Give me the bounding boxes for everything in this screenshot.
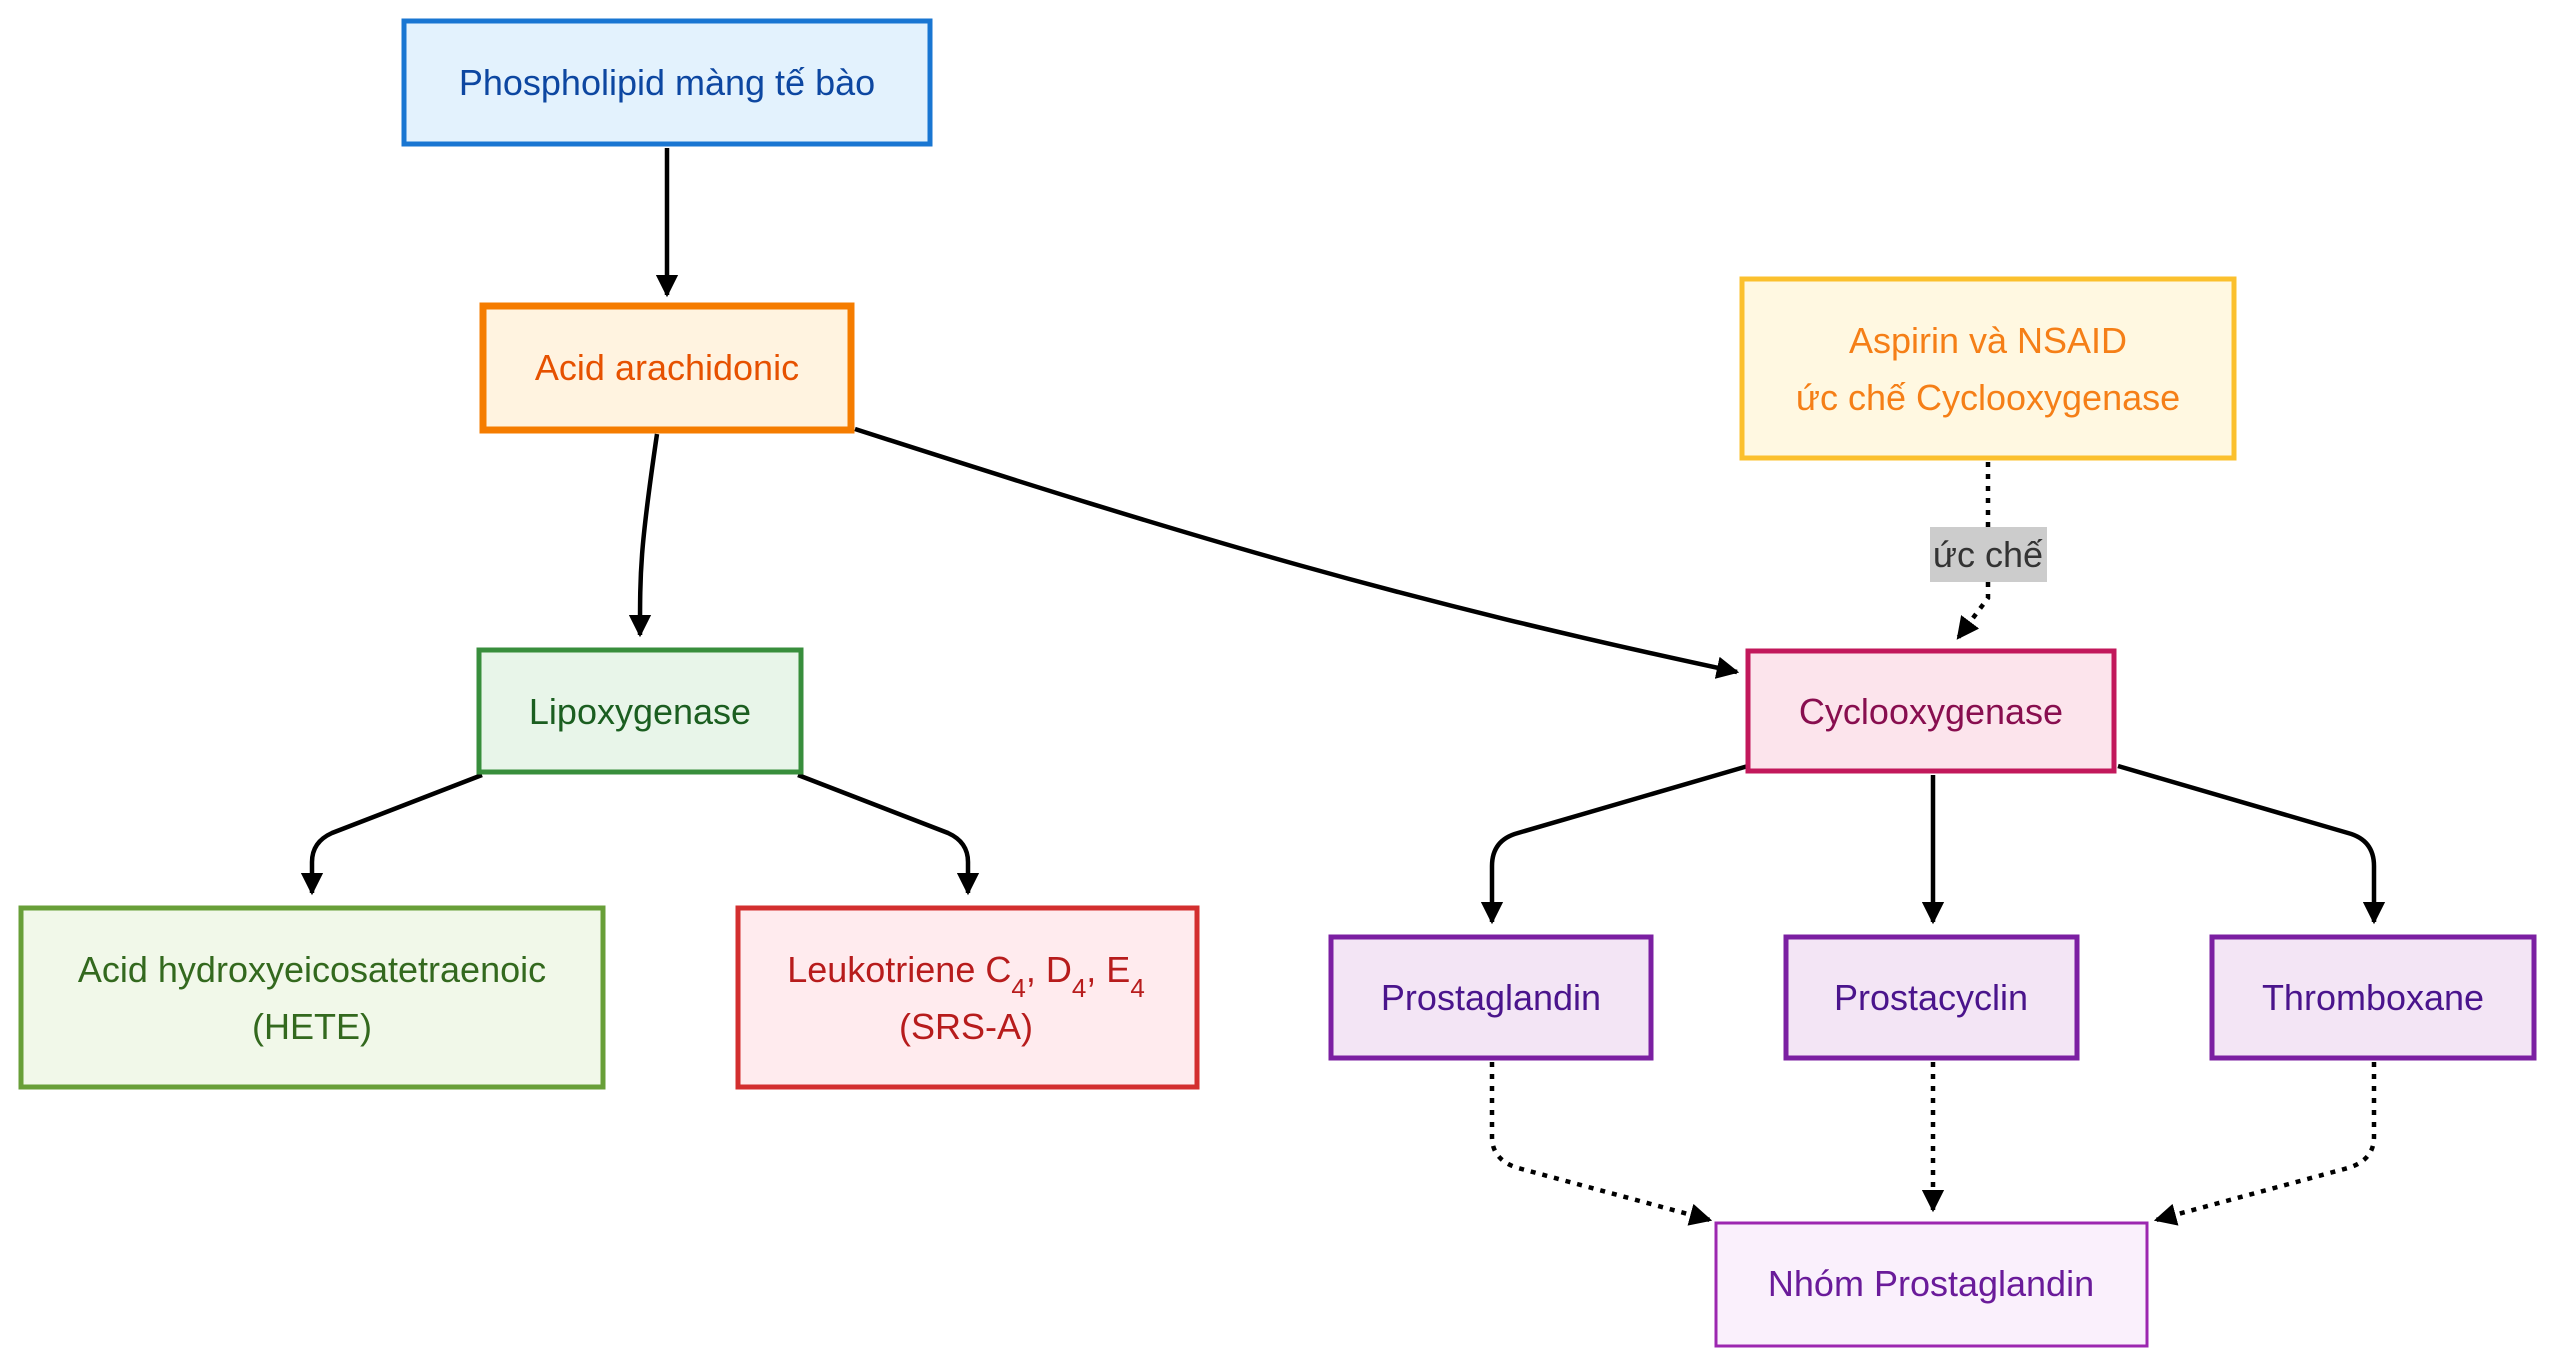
node-lipoxygenase-label: Lipoxygenase bbox=[529, 691, 751, 732]
node-aspirin-box bbox=[1739, 276, 2237, 461]
node-cyclooxygenase[interactable]: Cyclooxygenase bbox=[1745, 648, 2117, 774]
leukotriene-sub-c: 4 bbox=[1011, 973, 1025, 1003]
leukotriene-prefix: Leukotriene C bbox=[787, 949, 1011, 990]
node-prostaglandin[interactable]: Prostaglandin bbox=[1328, 934, 1654, 1061]
node-aspirin-label-line1: Aspirin và NSAID bbox=[1849, 320, 2127, 361]
node-cyclooxygenase-box bbox=[1745, 648, 2117, 774]
node-phospholipid[interactable]: Phospholipid màng tế bào bbox=[401, 18, 933, 147]
node-leukotriene[interactable]: Leukotriene C4, D4, E4 (SRS-A) bbox=[735, 905, 1200, 1090]
node-arachidonic[interactable]: Acid arachidonic bbox=[479, 302, 855, 434]
node-leukotriene-label-line2: (SRS-A) bbox=[899, 1006, 1033, 1047]
node-group-label: Nhóm Prostaglandin bbox=[1768, 1263, 2094, 1304]
node-prostaglandin-box bbox=[1328, 934, 1654, 1061]
node-hete-box bbox=[18, 905, 606, 1090]
node-prostaglandin-group[interactable]: Nhóm Prostaglandin bbox=[1714, 1221, 2149, 1348]
leukotriene-sep1: , D bbox=[1026, 949, 1072, 990]
leukotriene-sep2: , E bbox=[1086, 949, 1130, 990]
node-phospholipid-label: Phospholipid màng tế bào bbox=[459, 62, 875, 103]
edge-arachidonic-to-cyclooxygenase bbox=[854, 426, 1740, 679]
edge-thromboxane-to-group bbox=[2153, 1062, 2377, 1226]
inhibit-label-text: ức chế bbox=[1933, 534, 2043, 575]
edge-lipoxygenase-to-leukotriene bbox=[797, 772, 980, 896]
node-hete-label-line1: Acid hydroxyeicosatetraenoic bbox=[78, 949, 546, 990]
node-hete[interactable]: Acid hydroxyeicosatetraenoic (HETE) bbox=[18, 905, 606, 1090]
node-hete-label-line2: (HETE) bbox=[252, 1006, 372, 1047]
node-arachidonic-label: Acid arachidonic bbox=[535, 347, 799, 388]
edge-cyclooxygenase-to-thromboxane bbox=[2117, 763, 2386, 925]
inhibit-label-background bbox=[1930, 527, 2047, 582]
node-aspirin-nsaid[interactable]: Aspirin và NSAID ức chế Cyclooxygenase bbox=[1739, 276, 2237, 461]
node-cyclooxygenase-label: Cyclooxygenase bbox=[1799, 691, 2063, 732]
node-thromboxane-label: Thromboxane bbox=[2262, 977, 2484, 1018]
node-thromboxane-box bbox=[2209, 934, 2537, 1061]
inhibit-edge-label: ức chế bbox=[1930, 527, 2047, 582]
leukotriene-sub-d: 4 bbox=[1072, 973, 1086, 1003]
edges bbox=[300, 148, 2386, 1226]
node-prostaglandin-label: Prostaglandin bbox=[1381, 977, 1601, 1018]
edge-aspirin-inhibits-cyclooxygenase bbox=[1956, 462, 1991, 640]
edge-lipoxygenase-to-hete bbox=[300, 772, 483, 896]
edge-prostaglandin-to-group bbox=[1489, 1062, 1713, 1226]
node-prostacyclin[interactable]: Prostacyclin bbox=[1783, 934, 2080, 1061]
node-lipoxygenase[interactable]: Lipoxygenase bbox=[476, 647, 804, 775]
node-aspirin-label-line2: ức chế Cyclooxygenase bbox=[1796, 377, 2180, 418]
node-prostacyclin-label: Prostacyclin bbox=[1834, 977, 2028, 1018]
node-lipoxygenase-box bbox=[476, 647, 804, 775]
node-thromboxane[interactable]: Thromboxane bbox=[2209, 934, 2537, 1061]
edge-cyclooxygenase-to-prostaglandin bbox=[1480, 763, 1749, 925]
leukotriene-sub-e: 4 bbox=[1130, 973, 1144, 1003]
node-leukotriene-label-line1: Leukotriene C4, D4, E4 bbox=[787, 949, 1145, 1003]
node-leukotriene-box bbox=[735, 905, 1200, 1090]
node-prostacyclin-box bbox=[1783, 934, 2080, 1061]
node-group-box bbox=[1714, 1221, 2149, 1348]
edge-arachidonic-to-lipoxygenase bbox=[628, 433, 660, 638]
node-arachidonic-box bbox=[479, 302, 855, 434]
node-phospholipid-box bbox=[401, 18, 933, 147]
